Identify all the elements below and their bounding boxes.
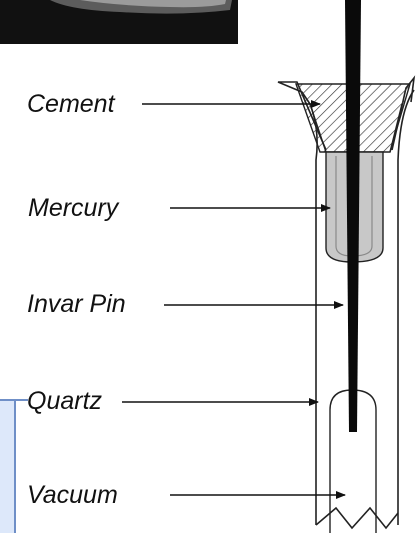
inset-panel xyxy=(0,400,28,533)
cement-label: Cement xyxy=(27,92,115,117)
invar-pin-label: Invar Pin xyxy=(27,292,126,317)
photo-inset xyxy=(0,0,238,44)
vacuum-label: Vacuum xyxy=(27,483,118,508)
mercury-label: Mercury xyxy=(28,196,118,221)
quartz-label: Quartz xyxy=(27,389,102,414)
invar-pin xyxy=(345,0,361,432)
leader-arrows xyxy=(122,104,345,495)
